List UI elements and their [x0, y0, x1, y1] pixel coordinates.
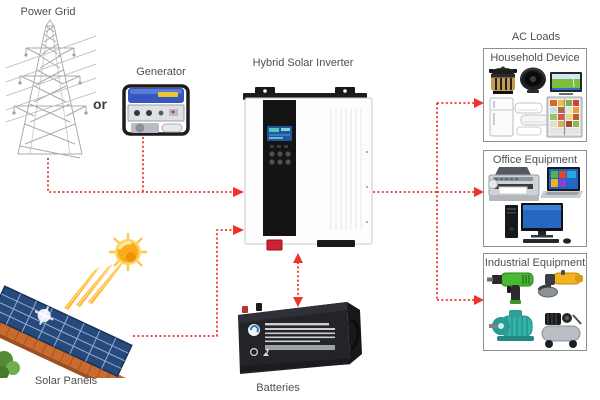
- side-by-side-fridge-icon: [546, 96, 583, 138]
- bush-icon: [0, 351, 20, 378]
- sun-icon: [109, 233, 147, 271]
- generator-label: Generator: [136, 66, 186, 78]
- television-icon: [550, 72, 582, 95]
- industrial-appliances: [487, 270, 583, 348]
- solar-panels-icon: [0, 233, 147, 378]
- batteries-label: Batteries: [256, 382, 300, 394]
- air-conditioner-icon: [514, 102, 550, 136]
- sun-beams-icon: [64, 261, 125, 310]
- pressure-cooker-icon: [489, 66, 517, 94]
- transmission-tower-icon: [6, 19, 96, 159]
- solar-panels-label: Solar Panels: [34, 375, 98, 387]
- office-appliances: [488, 167, 583, 244]
- electric-motor-icon: [489, 310, 534, 341]
- ac-loads-title: AC Loads: [511, 31, 561, 43]
- refrigerator-icon: [489, 97, 514, 137]
- arrow-to-inverter: [293, 253, 303, 263]
- desktop-computer-icon: [505, 203, 571, 244]
- household-device-title: Household Device: [490, 52, 580, 64]
- battery-icon: [238, 302, 362, 374]
- fax-printer-icon: [488, 167, 540, 201]
- angle-grinder-icon: [537, 270, 583, 298]
- household-device-box: Household Device: [483, 48, 587, 142]
- or-label: or: [93, 96, 107, 112]
- electric-fan-icon: [520, 67, 546, 93]
- air-compressor-icon: [541, 313, 582, 348]
- inverter-title: Hybrid Solar Inverter: [252, 57, 354, 69]
- power-grid-label: Power Grid: [20, 6, 76, 18]
- household-appliances: [489, 66, 583, 138]
- grid-to-inverter-line: [47, 158, 233, 193]
- power-drill-icon: [487, 272, 534, 304]
- hybrid-inverter-icon: [243, 87, 373, 251]
- industrial-equipment-title: Industrial Equipment: [484, 257, 586, 269]
- office-equipment-title: Office Equipment: [492, 154, 578, 166]
- laptop-icon: [540, 167, 583, 198]
- office-equipment-box: Office Equipment: [483, 150, 587, 247]
- generator-icon: [122, 84, 190, 136]
- industrial-equipment-box: Industrial Equipment: [483, 253, 587, 351]
